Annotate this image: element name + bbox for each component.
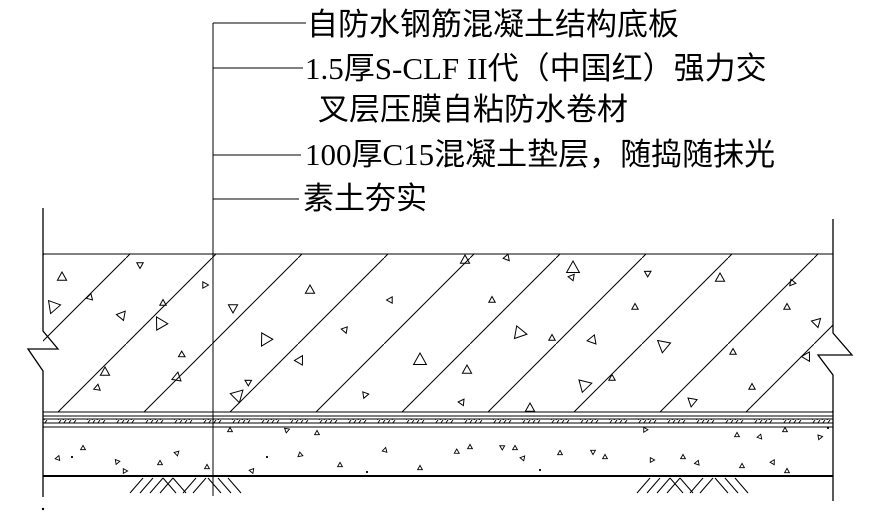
membrane-hatch-strip: [43, 419, 833, 423]
right-edge-break-line: [816, 219, 854, 501]
callout-label-membrane-line2: 叉层压膜自粘防水卷材: [318, 92, 628, 127]
left-edge-break-line: [26, 208, 60, 497]
cushion-aggregate-marks: [54, 426, 830, 475]
callout-label-cushion: 100厚C15混凝土垫层，随捣随抹光: [305, 137, 776, 172]
compacted-soil-symbol-right: [636, 477, 749, 494]
callout-label-slab: 自防水钢筋混凝土结构底板: [307, 7, 679, 42]
callout-label-soil: 素土夯实: [303, 181, 427, 216]
concrete-slab-hatch-region: [43, 254, 833, 412]
compacted-soil-symbol-left: [129, 477, 242, 494]
callout-label-membrane-line1: 1.5厚S-CLF II代（中国红）强力交: [305, 51, 767, 86]
waterproof-membrane-band: [43, 411, 833, 428]
stray-dot: [41, 507, 45, 511]
